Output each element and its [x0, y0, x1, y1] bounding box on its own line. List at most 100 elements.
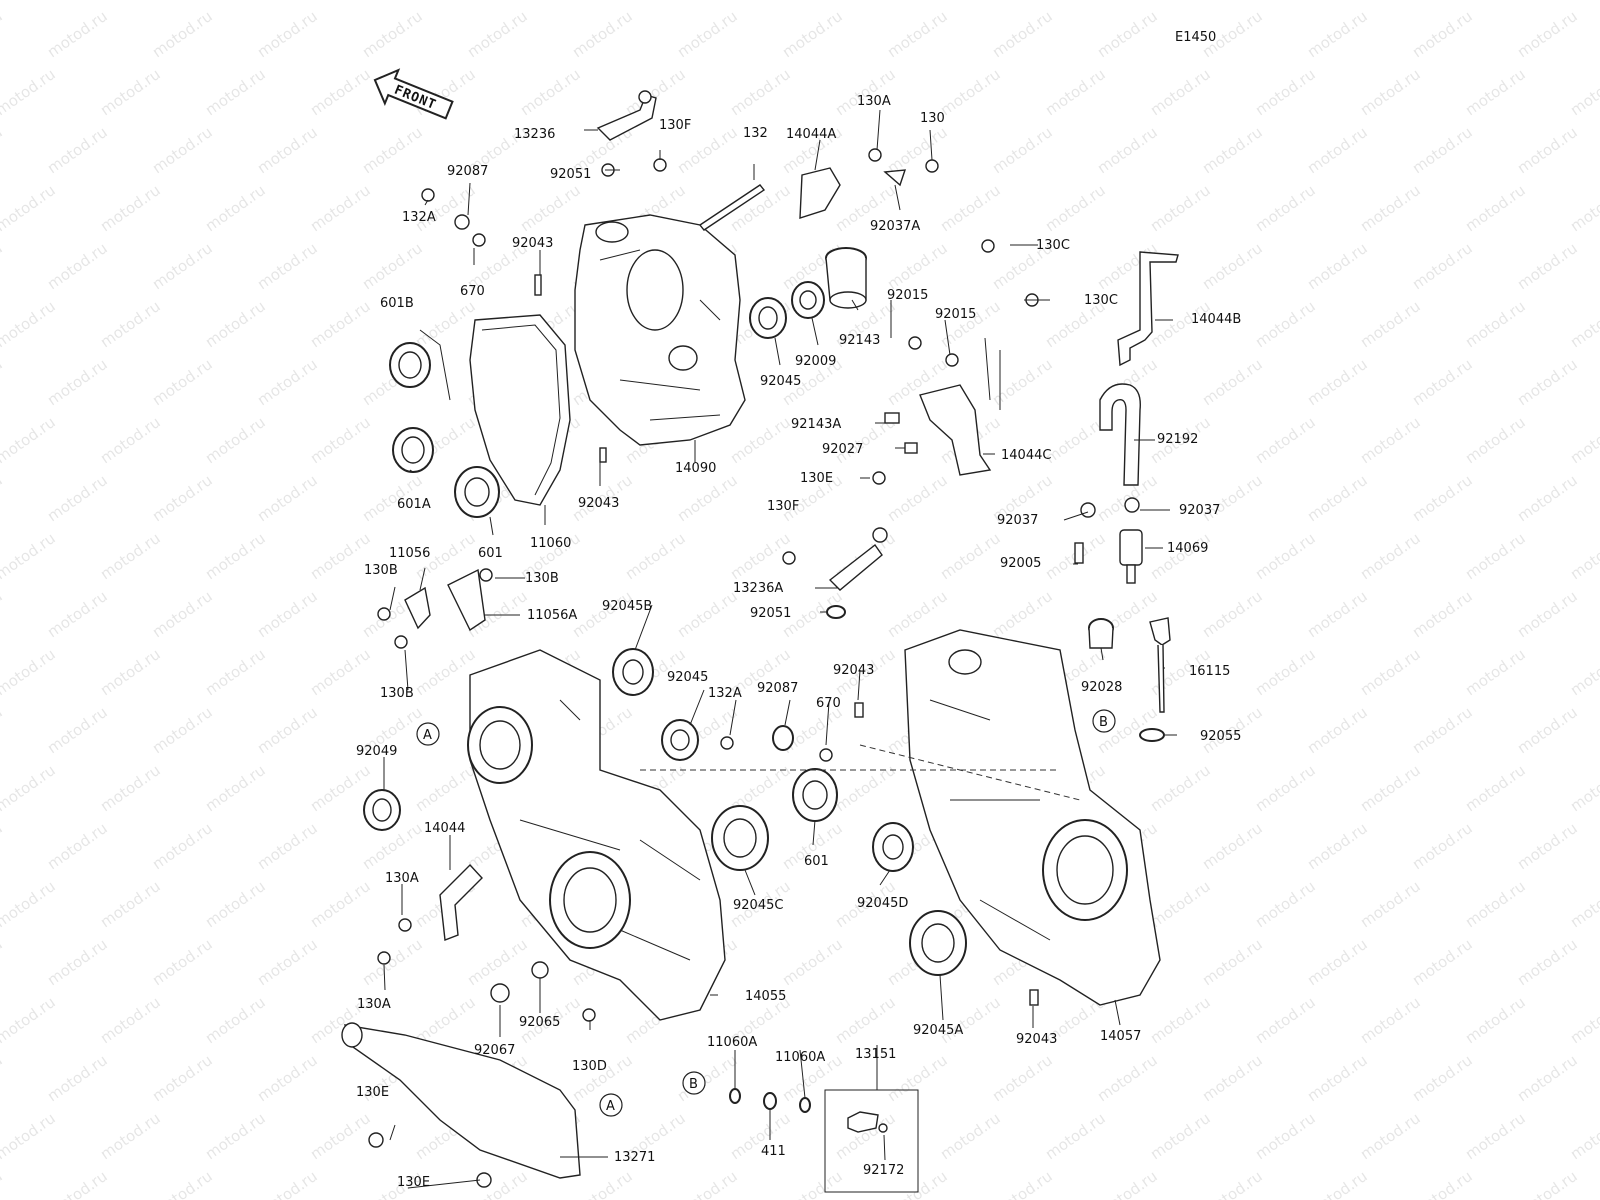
- watermark-text: motod.ru: [727, 413, 794, 467]
- watermark-text: motod.ru: [149, 471, 216, 525]
- watermark-text: motod.ru: [97, 297, 164, 351]
- watermark-text: motod.ru: [1567, 529, 1600, 583]
- watermark-text: motod.ru: [412, 297, 479, 351]
- watermark-text: motod.ru: [937, 65, 1004, 119]
- watermark-text: motod.ru: [1199, 355, 1266, 409]
- part-label: 92055: [1200, 729, 1241, 744]
- part-label: 92045A: [913, 1023, 963, 1038]
- watermark-text: motod.ru: [1462, 529, 1529, 583]
- watermark-text: motod.ru: [779, 935, 846, 989]
- watermark-text: motod.ru: [307, 65, 374, 119]
- watermark-text: motod.ru: [44, 471, 111, 525]
- watermark-text: motod.ru: [359, 123, 426, 177]
- watermark-text: motod.ru: [44, 935, 111, 989]
- watermark-text: motod.ru: [0, 181, 59, 235]
- watermark-text: motod.ru: [937, 1109, 1004, 1163]
- watermark-text: motod.ru: [779, 7, 846, 61]
- watermark-text: motod.ru: [149, 935, 216, 989]
- plug-13151-group: [824, 1089, 919, 1193]
- upper-cover-14090: [574, 214, 746, 446]
- watermark-text: motod.ru: [149, 123, 216, 177]
- watermark-text: motod.ru: [1409, 355, 1476, 409]
- crankcase-14057: [904, 629, 1161, 1006]
- watermark-text: motod.ru: [1252, 761, 1319, 815]
- watermark-text: motod.ru: [1462, 645, 1529, 699]
- washers-bottom: [729, 1088, 811, 1113]
- part-label: 92087: [447, 164, 488, 179]
- watermark-text: motod.ru: [1357, 529, 1424, 583]
- pin-92043-d: [1029, 989, 1039, 1006]
- watermark-text: motod.ru: [307, 181, 374, 235]
- seal-92049: [363, 789, 401, 831]
- part-label: 130B: [525, 571, 559, 586]
- watermark-text: motod.ru: [1567, 65, 1600, 119]
- alignment-lines: [640, 744, 1081, 801]
- part-label: 130E: [356, 1085, 389, 1100]
- watermark-text: motod.ru: [149, 7, 216, 61]
- part-label: 14044A: [786, 127, 836, 142]
- part-label: 601: [804, 854, 829, 869]
- watermark-text: motod.ru: [1514, 819, 1581, 873]
- watermark-text: motod.ru: [1304, 819, 1371, 873]
- arm-13236: [596, 90, 657, 141]
- part-label: 130B: [380, 686, 414, 701]
- watermark-text: motod.ru: [0, 65, 59, 119]
- part-label: 130C: [1036, 238, 1070, 253]
- watermark-text: motod.ru: [989, 7, 1056, 61]
- watermark-text: motod.ru: [1409, 123, 1476, 177]
- part-label: 14055: [745, 989, 786, 1004]
- watermark-text: motod.ru: [254, 7, 321, 61]
- watermark-text: motod.ru: [1409, 1167, 1476, 1200]
- watermark-text: motod.ru: [254, 471, 321, 525]
- watermark-text: motod.ru: [97, 413, 164, 467]
- svg-text:A: A: [606, 1099, 615, 1114]
- watermark-text: motod.ru: [1252, 877, 1319, 931]
- watermark-text: motod.ru: [97, 0, 164, 3]
- watermark-text: motod.ru: [1462, 0, 1529, 3]
- watermark-text: motod.ru: [989, 355, 1056, 409]
- watermark-text: motod.ru: [1252, 0, 1319, 3]
- bearing-601-top: [454, 466, 500, 518]
- part-label: 11056A: [527, 608, 577, 623]
- part-label: 92087: [757, 681, 798, 696]
- watermark-text: motod.ru: [937, 181, 1004, 235]
- watermark-text: motod.ru: [1147, 0, 1214, 3]
- watermark-text: motod.ru: [674, 1167, 741, 1200]
- watermark-text: motod.ru: [44, 239, 111, 293]
- watermark-text: motod.ru: [254, 935, 321, 989]
- watermark-text: motod.ru: [1357, 0, 1424, 3]
- watermark-text: motod.ru: [0, 877, 59, 931]
- bearing-92045C: [711, 805, 769, 871]
- watermark-text: motod.ru: [0, 0, 59, 3]
- watermark-text: motod.ru: [44, 819, 111, 873]
- part-label: 92028: [1081, 680, 1122, 695]
- watermark-text: motod.ru: [779, 1167, 846, 1200]
- watermark-text: motod.ru: [1409, 239, 1476, 293]
- plate-92037A: [883, 169, 907, 187]
- watermark-text: motod.ru: [202, 1109, 269, 1163]
- part-label: 92037: [1179, 503, 1220, 518]
- watermark-text: motod.ru: [0, 413, 59, 467]
- watermark-text: motod.ru: [0, 239, 6, 293]
- watermark-text: motod.ru: [1409, 1051, 1476, 1105]
- part-label: 130A: [357, 997, 391, 1012]
- watermark-text: motod.ru: [0, 703, 6, 757]
- watermark-text: motod.ru: [832, 761, 899, 815]
- watermark-text: motod.ru: [1514, 1167, 1581, 1200]
- part-label: 92015: [887, 288, 928, 303]
- watermark-text: motod.ru: [1514, 239, 1581, 293]
- watermark-text: motod.ru: [1409, 7, 1476, 61]
- watermark-text: motod.ru: [202, 993, 269, 1047]
- watermark-text: motod.ru: [0, 1167, 6, 1200]
- watermark-text: motod.ru: [1094, 1167, 1161, 1200]
- watermark-text: motod.ru: [1252, 529, 1319, 583]
- watermark-text: motod.ru: [1199, 935, 1266, 989]
- watermark-text: motod.ru: [0, 587, 6, 641]
- watermark-text: motod.ru: [1357, 645, 1424, 699]
- watermark-text: motod.ru: [727, 0, 794, 3]
- watermark-text: motod.ru: [569, 7, 636, 61]
- watermark-text: motod.ru: [1042, 65, 1109, 119]
- watermark-text: motod.ru: [1357, 297, 1424, 351]
- watermark-text: motod.ru: [1304, 7, 1371, 61]
